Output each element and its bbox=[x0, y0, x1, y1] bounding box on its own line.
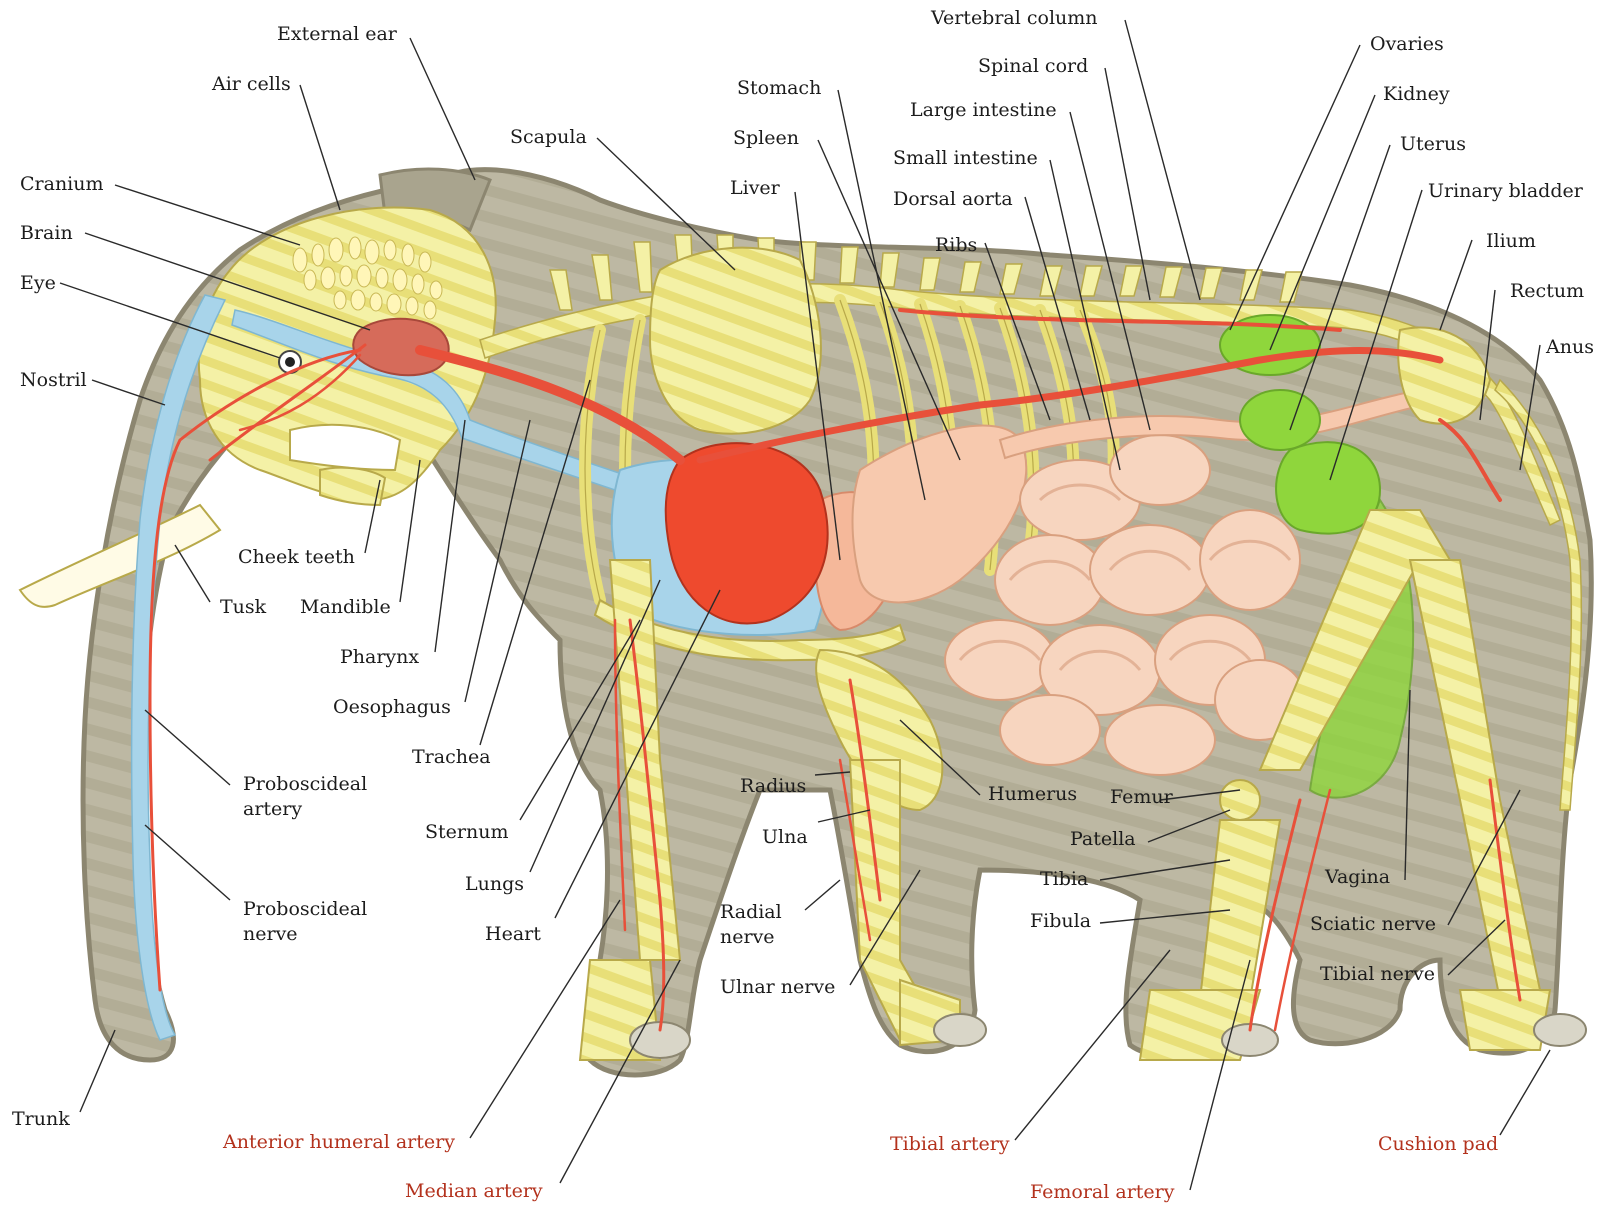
label-rectum: Rectum bbox=[1510, 280, 1584, 302]
label-external-ear: External ear bbox=[277, 23, 398, 45]
label-cranium: Cranium bbox=[20, 173, 104, 195]
label-proboscideal-nerve-2: nerve bbox=[243, 923, 298, 945]
label-cushion-pad: Cushion pad bbox=[1378, 1133, 1498, 1155]
label-vertebral-column: Vertebral column bbox=[930, 7, 1098, 29]
label-sciatic-nerve: Sciatic nerve bbox=[1310, 913, 1436, 935]
label-oesophagus: Oesophagus bbox=[333, 696, 451, 718]
label-ovaries: Ovaries bbox=[1370, 33, 1444, 55]
label-nostril: Nostril bbox=[20, 369, 87, 391]
label-ribs: Ribs bbox=[935, 234, 977, 256]
label-small-intestine: Small intestine bbox=[893, 147, 1038, 169]
scapula-shape bbox=[650, 248, 821, 434]
label-air-cells: Air cells bbox=[211, 73, 291, 95]
label-tibia: Tibia bbox=[1040, 868, 1088, 890]
label-humerus: Humerus bbox=[988, 783, 1077, 805]
label-proboscideal-artery-1: Proboscideal bbox=[243, 773, 367, 795]
label-patella: Patella bbox=[1070, 828, 1136, 850]
label-median-artery: Median artery bbox=[405, 1180, 543, 1202]
label-spinal-cord: Spinal cord bbox=[978, 55, 1088, 77]
label-proboscideal-nerve-1: Proboscideal bbox=[243, 898, 367, 920]
label-heart: Heart bbox=[485, 923, 541, 945]
label-cheek-teeth: Cheek teeth bbox=[238, 546, 355, 568]
label-spleen: Spleen bbox=[733, 127, 799, 149]
label-femoral-artery: Femoral artery bbox=[1030, 1181, 1175, 1203]
label-urinary-bladder: Urinary bladder bbox=[1428, 180, 1584, 202]
label-scapula: Scapula bbox=[510, 126, 587, 148]
label-mandible: Mandible bbox=[300, 596, 391, 618]
label-fibula: Fibula bbox=[1030, 910, 1091, 932]
label-trunk: Trunk bbox=[12, 1108, 70, 1130]
label-stomach: Stomach bbox=[737, 77, 821, 99]
label-liver: Liver bbox=[730, 177, 781, 199]
label-tibial-nerve: Tibial nerve bbox=[1320, 963, 1435, 985]
label-radial-nerve-2: nerve bbox=[720, 926, 775, 948]
label-pharynx: Pharynx bbox=[340, 646, 419, 668]
label-ulna: Ulna bbox=[762, 826, 808, 848]
label-dorsal-aorta: Dorsal aorta bbox=[893, 188, 1013, 210]
label-brain: Brain bbox=[20, 222, 73, 244]
label-trachea: Trachea bbox=[412, 746, 491, 768]
label-anterior-humeral-artery: Anterior humeral artery bbox=[222, 1131, 455, 1153]
cushion-pads bbox=[630, 1014, 1586, 1058]
label-large-intestine: Large intestine bbox=[910, 99, 1057, 121]
label-lungs: Lungs bbox=[465, 873, 524, 895]
label-radial-nerve-1: Radial bbox=[720, 901, 782, 923]
label-kidney: Kidney bbox=[1383, 83, 1450, 105]
label-sternum: Sternum bbox=[425, 821, 508, 843]
label-femur: Femur bbox=[1110, 786, 1174, 808]
label-proboscideal-artery-2: artery bbox=[243, 798, 302, 820]
label-ulnar-nerve: Ulnar nerve bbox=[720, 976, 835, 998]
label-radius: Radius bbox=[740, 775, 806, 797]
heart-shape bbox=[666, 443, 828, 623]
label-eye: Eye bbox=[20, 272, 56, 294]
label-uterus: Uterus bbox=[1400, 133, 1466, 155]
label-anus: Anus bbox=[1545, 336, 1594, 358]
label-tusk: Tusk bbox=[220, 596, 267, 618]
label-vagina: Vagina bbox=[1324, 866, 1390, 888]
label-tibial-artery: Tibial artery bbox=[890, 1133, 1010, 1155]
label-ilium: Ilium bbox=[1486, 230, 1536, 252]
